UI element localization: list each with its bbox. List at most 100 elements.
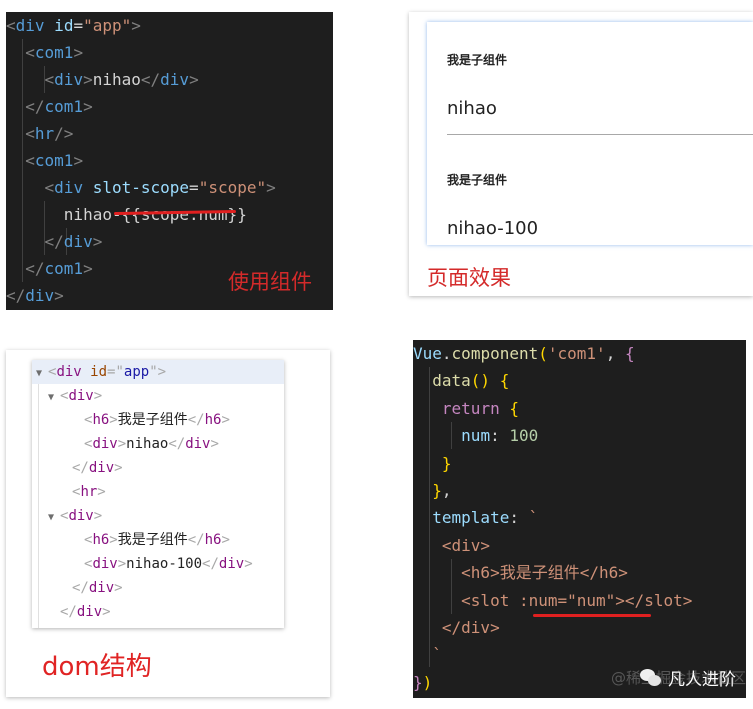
- expand-triangle-icon[interactable]: ▼: [48, 512, 55, 523]
- usage-code-line: nihao-{{scope.num}}: [6, 201, 333, 228]
- tree-spacer: [48, 602, 60, 626]
- code-token: }: [413, 672, 423, 692]
- code-token: Vue: [413, 344, 442, 363]
- code-token: nihao: [92, 70, 141, 89]
- indent-guide: [66, 228, 67, 255]
- code-token: <: [6, 124, 35, 143]
- code-token: component: [451, 344, 539, 363]
- dom-token: >: [210, 436, 219, 452]
- dom-tree-node[interactable]: <hr>: [32, 480, 284, 504]
- dom-token: div: [68, 388, 94, 404]
- code-token: div: [25, 286, 55, 305]
- component-code-line: data() {: [413, 367, 746, 394]
- component-code-line: template: `: [413, 504, 746, 531]
- dom-token: </: [187, 532, 205, 548]
- code-token: }: [441, 453, 452, 473]
- dom-token: </: [202, 556, 219, 572]
- code-token: >: [73, 43, 84, 62]
- devtools-elements-tree: ▼<div id="app">▼<div> <h6>我是子组件</h6> <di…: [32, 360, 284, 628]
- usage-code-panel: <div id="app"> <com1> <div>nihao</div> <…: [6, 12, 333, 310]
- code-token: [413, 508, 432, 527]
- dom-token: <: [84, 556, 93, 572]
- dom-token: h6: [204, 412, 222, 428]
- wechat-icon: [640, 668, 662, 687]
- component-code-line: `: [413, 641, 746, 668]
- code-token: <slot :num="num"></slot>: [413, 590, 693, 610]
- dom-token: >: [102, 604, 111, 620]
- code-token: >: [54, 286, 64, 305]
- code-token: com1: [44, 97, 84, 116]
- dom-token: <: [84, 412, 93, 428]
- dom-tree-node[interactable]: ▼<div>: [32, 384, 284, 408]
- code-token: "app": [83, 16, 132, 35]
- expand-triangle-icon[interactable]: ▼: [48, 392, 55, 403]
- code-token: >: [189, 70, 199, 89]
- dom-token: <: [84, 532, 93, 548]
- usage-code-line: <div id="app">: [6, 12, 333, 39]
- dom-token: </: [60, 604, 77, 620]
- code-token: `: [413, 645, 442, 665]
- code-token: {: [509, 398, 519, 418]
- dom-token: >: [114, 580, 123, 596]
- code-token: <: [6, 151, 35, 170]
- dom-token: <: [60, 508, 69, 524]
- usage-code-line: </div>: [6, 282, 333, 309]
- dom-token: div: [88, 580, 115, 596]
- code-token: ,: [605, 344, 625, 363]
- dom-caption: dom结构: [42, 652, 152, 682]
- code-token: div: [63, 232, 93, 251]
- indent-guide: [44, 66, 45, 93]
- code-token: .: [441, 344, 452, 363]
- code-token: 'com1': [547, 344, 606, 363]
- dom-tree-node[interactable]: ▼<div id="app">: [32, 360, 284, 384]
- usage-code-line: <com1>: [6, 39, 333, 66]
- dom-token: 我是子组件: [117, 532, 188, 548]
- tree-spacer: [60, 578, 72, 602]
- dom-token: id: [81, 364, 108, 380]
- code-token: ,: [441, 480, 452, 500]
- code-token: div: [160, 70, 190, 89]
- dom-token: h6: [92, 532, 110, 548]
- code-token: <div>: [413, 535, 491, 555]
- component-code-panel: Vue.component('com1', { data() { return …: [413, 340, 746, 698]
- code-token: com1: [34, 151, 74, 170]
- dom-token: <: [72, 484, 81, 500]
- dom-token: hr: [80, 484, 98, 500]
- dom-tree-node[interactable]: </div>: [32, 576, 284, 600]
- code-token: =: [73, 16, 84, 35]
- dom-tree-node[interactable]: <div>nihao</div>: [32, 432, 284, 456]
- dom-token: app: [123, 364, 150, 380]
- dom-tree-node[interactable]: ▼<div>: [32, 504, 284, 528]
- component-code: Vue.component('com1', { data() { return …: [413, 340, 746, 696]
- component-code-line: <h6>我是子组件</h6>: [413, 559, 746, 586]
- code-token: </: [6, 259, 45, 278]
- dom-tree-node[interactable]: <div>nihao-100</div>: [32, 552, 284, 576]
- dom-token: >: [109, 412, 118, 428]
- dom-token: h6: [92, 412, 110, 428]
- dom-tree-node[interactable]: <h6>我是子组件</h6>: [32, 528, 284, 552]
- result-caption: 页面效果: [427, 266, 511, 290]
- code-token: div: [54, 70, 84, 89]
- slot-prop-underline: [533, 614, 651, 617]
- dom-token: >: [117, 556, 127, 572]
- code-token: >: [131, 16, 141, 35]
- code-token: <: [6, 70, 55, 89]
- dom-tree-node[interactable]: </div>: [32, 600, 284, 624]
- code-token: template: [432, 508, 510, 528]
- dom-token: div: [88, 460, 115, 476]
- dom-token: <: [48, 364, 57, 380]
- code-token: :: [490, 426, 510, 446]
- dom-tree-node[interactable]: <h6>我是子组件</h6>: [32, 408, 284, 432]
- code-token: :: [509, 508, 529, 528]
- usage-code: <div id="app"> <com1> <div>nihao</div> <…: [6, 12, 333, 309]
- code-token: >: [83, 70, 93, 89]
- usage-code-line: </com1>: [6, 93, 333, 120]
- code-token: }: [432, 480, 442, 500]
- indent-guide: [451, 422, 452, 449]
- rendered-page: 我是子组件 nihao 我是子组件 nihao-100: [427, 22, 753, 245]
- dom-token: </: [72, 460, 89, 476]
- expand-triangle-icon[interactable]: ▼: [36, 368, 43, 379]
- usage-code-line: <div>nihao</div>: [6, 66, 333, 93]
- dom-token: >: [244, 556, 253, 572]
- dom-tree-node[interactable]: </div>: [32, 456, 284, 480]
